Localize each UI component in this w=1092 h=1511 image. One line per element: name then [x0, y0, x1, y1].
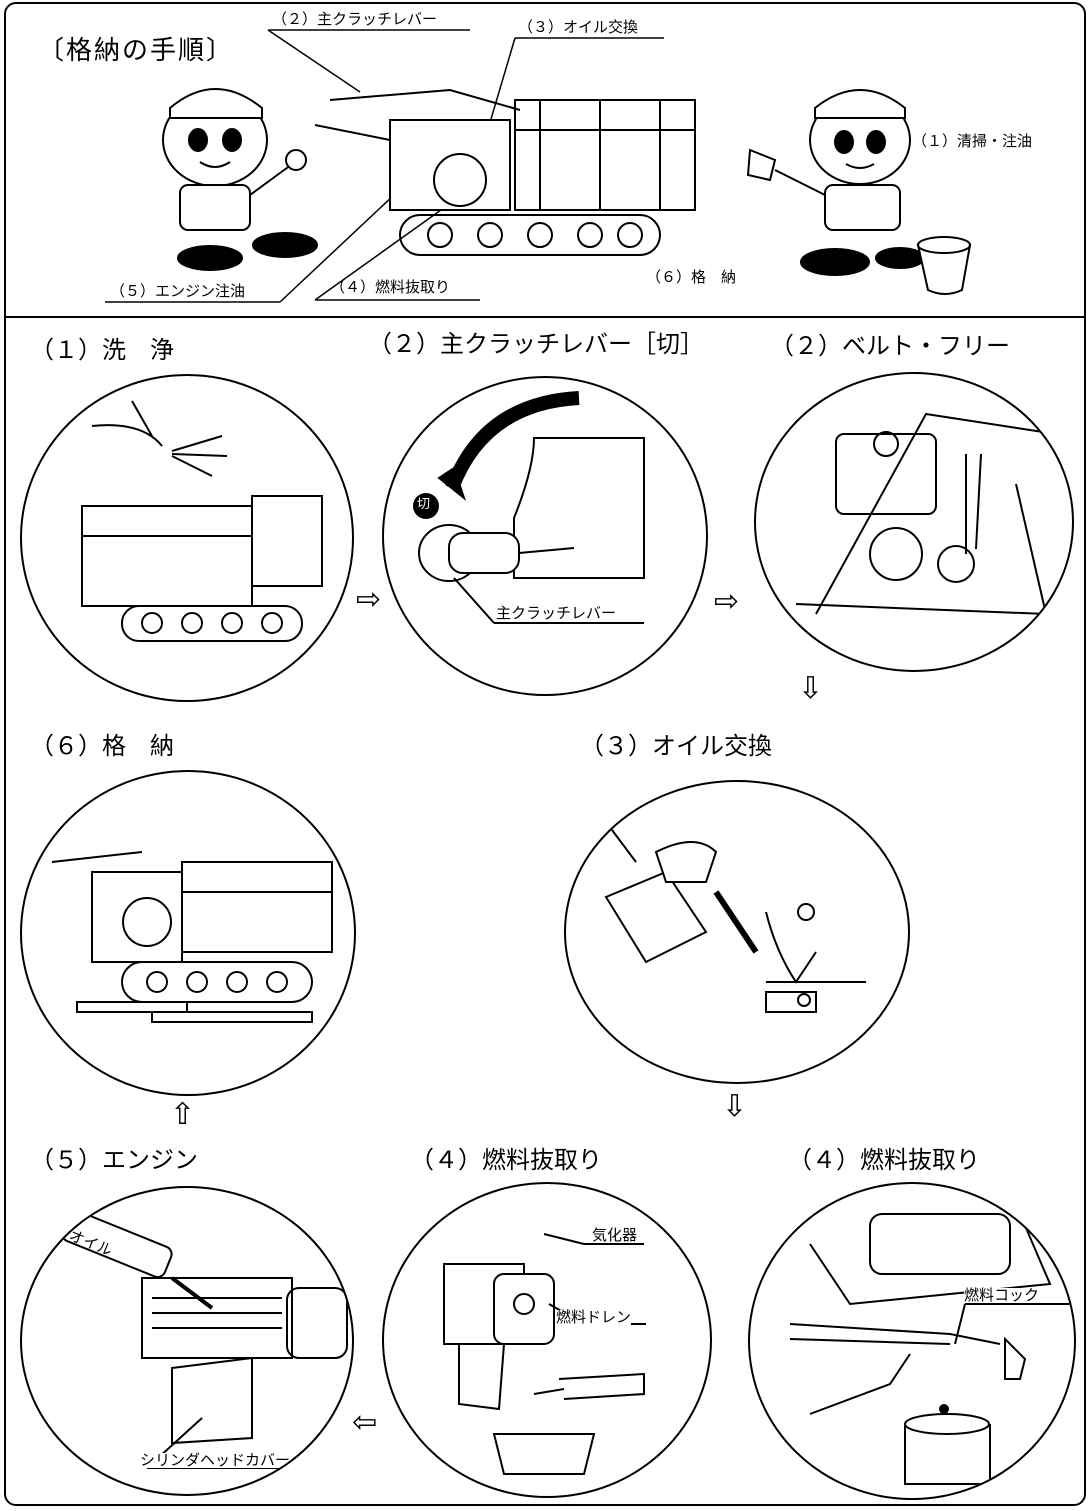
- mascot-right: [746, 89, 972, 295]
- step-title-fuel-drain-cock: （４）燃料抜取り: [788, 1146, 980, 1174]
- step-title-storage: （６）格 納: [30, 732, 174, 760]
- label-carburetor: 気化器: [592, 1226, 638, 1244]
- page-frame: [4, 2, 1086, 1506]
- arrow-left-1: ⇦: [352, 1405, 378, 1440]
- illustration-fuel-drain-cock: 燃料コック: [748, 1182, 1076, 1500]
- off-badge: 切: [417, 497, 431, 512]
- label-fuel-drain: （４）燃料抜取り: [330, 278, 451, 296]
- page-title: 〔格納の手順〕: [38, 36, 235, 66]
- step-title-belt-free: （２）ベルト・フリー: [770, 332, 1010, 360]
- illustration-fuel-drain-carb: 気化器 燃料ドレン: [382, 1182, 712, 1498]
- label-clutch-lever: （２）主クラッチレバー: [272, 10, 438, 28]
- label-oil-change: （３）オイル交換: [518, 18, 639, 36]
- carrier-machine: [314, 88, 696, 256]
- step-title-wash: （１）洗 浄: [30, 336, 174, 364]
- label-cleaning-oiling: （１）清掃・注油: [912, 132, 1033, 150]
- illustration-storage: [20, 770, 356, 1096]
- illustration-oil-change: [564, 780, 910, 1084]
- illustration-clutch-lever: 切 主クラッチレバー: [382, 376, 708, 696]
- label-engine-oiling: （５）エンジン注油: [110, 282, 246, 300]
- arrow-down-1: ⇩: [798, 671, 824, 706]
- illustration-belt-free: [754, 372, 1074, 672]
- illustration-engine-oiling: オイル シリンダヘッドカバー: [20, 1186, 354, 1496]
- arrow-up-1: ⇧: [170, 1097, 196, 1132]
- step-title-clutch: （２）主クラッチレバー［切］: [368, 330, 704, 358]
- label-fuel-drain-plug: 燃料ドレン: [556, 1308, 632, 1326]
- label-storage: （６）格 納: [646, 268, 737, 286]
- illustration-wash: [20, 374, 354, 702]
- arrow-right-1: ⇨: [356, 582, 382, 617]
- section-divider: [4, 316, 1086, 318]
- label-main-clutch-lever: 主クラッチレバー: [496, 604, 617, 622]
- step-title-engine: （５）エンジン: [30, 1146, 198, 1174]
- step-title-oil-change: （３）オイル交換: [580, 732, 772, 760]
- step-title-fuel-drain-carb: （４）燃料抜取り: [410, 1146, 602, 1174]
- mascot-left: [162, 88, 318, 271]
- label-cylinder-head-cover: シリンダヘッドカバー: [140, 1451, 291, 1469]
- header-illustration: [105, 29, 972, 303]
- arrow-right-2: ⇨: [714, 584, 740, 619]
- label-fuel-cock: 燃料コック: [964, 1286, 1040, 1304]
- arrow-down-2: ⇩: [722, 1089, 748, 1124]
